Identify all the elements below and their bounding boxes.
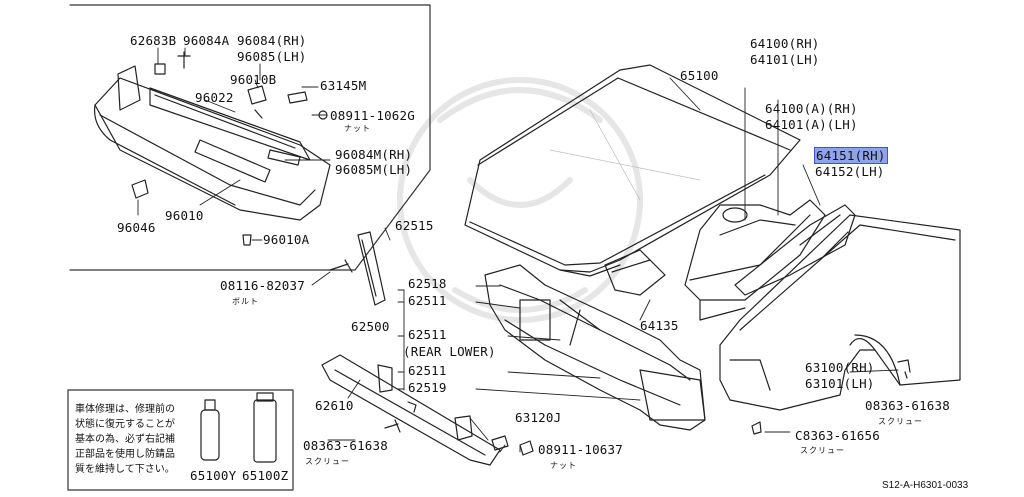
part-label: 96085(LH): [237, 49, 307, 64]
part-label: 96085M(LH): [335, 162, 413, 177]
part-label: 96010: [165, 208, 204, 223]
spoiler-small-parts: [131, 51, 328, 246]
part-label: 62511: [408, 293, 447, 308]
part-label-sub: ナット: [550, 461, 577, 470]
diagram-reference-code: S12-A-H6301-0033: [882, 480, 969, 491]
hood-lock-bracket: [604, 249, 666, 296]
note-line: 状態に復元することが: [75, 419, 175, 430]
hood-panel: [464, 64, 801, 277]
part-label: 62511: [408, 363, 447, 378]
part-label: (REAR LOWER): [403, 344, 496, 359]
note-line: 質を維持して下さい。: [75, 464, 175, 475]
front-fender: [719, 214, 961, 411]
note-line: 基本の為、必ず右記補: [75, 434, 175, 445]
note-line: 車体修理は、修理前の: [75, 404, 175, 415]
inset-leader-lines: [137, 47, 331, 241]
note-box: [67, 389, 294, 491]
fasteners: [329, 259, 911, 456]
part-label: 96084A: [183, 33, 230, 48]
highlighted-part-label[interactable]: 64151(RH): [814, 147, 888, 164]
leader-64100: [744, 87, 779, 221]
highlight-marker[interactable]: 64151(RH): [814, 147, 888, 164]
part-label: 62511: [408, 327, 447, 342]
part-label: 64152(LH): [815, 164, 885, 179]
part-label: 64101(A)(LH): [765, 117, 858, 132]
part-label: 64100(RH): [750, 36, 820, 51]
part-label: 62500: [351, 319, 390, 334]
part-label: 63120J: [515, 410, 562, 425]
part-label: 63145M: [320, 78, 367, 93]
leader-64151: [802, 164, 821, 206]
part-label: 96010B: [230, 72, 277, 87]
part-label: 96084(RH): [237, 33, 307, 48]
part-label: 08911-10637: [538, 442, 623, 457]
note-line: 正部品を使用し防錆品: [75, 449, 175, 460]
part-label: C8363-61656: [795, 428, 880, 443]
lower-crossmember: [321, 354, 501, 466]
part-label-sub: ボルト: [232, 297, 259, 306]
part-label: 62610: [315, 398, 354, 413]
part-label: 96084M(RH): [335, 147, 413, 162]
hood-ledge: [684, 199, 826, 321]
inset-frame: [69, 4, 431, 271]
part-label: 65100: [680, 68, 719, 83]
part-label: 08363-61638: [303, 438, 388, 453]
part-label: 08911-1062G: [330, 108, 415, 123]
touch-up-bottles: [200, 392, 277, 463]
part-label-sub: ナット: [344, 124, 371, 133]
part-label: 64101(LH): [750, 52, 820, 67]
part-label: 96046: [117, 220, 156, 235]
radiator-core-support: [484, 264, 706, 431]
part-label: 08116-82037: [220, 278, 305, 293]
part-label-sub: スクリュー: [800, 446, 845, 455]
part-label: 65100Z: [242, 468, 289, 483]
part-label: 62683B: [130, 33, 177, 48]
part-label: 96022: [195, 90, 234, 105]
part-label-sub: スクリュー: [878, 417, 923, 426]
part-label: 62515: [395, 218, 434, 233]
part-label: 62519: [408, 380, 447, 395]
part-label-sub: スクリュー: [305, 457, 350, 466]
part-label: 63100(RH): [805, 360, 875, 375]
part-label: 64100(A)(RH): [765, 101, 858, 116]
main-leader-lines: [311, 227, 899, 453]
part-label: 62518: [408, 276, 447, 291]
leader-65100: [669, 77, 701, 111]
part-label: 96010A: [263, 232, 310, 247]
hood-stay-bracket: [357, 231, 386, 306]
part-label: 65100Y: [190, 468, 237, 483]
part-label: 64135: [640, 318, 679, 333]
part-label: 08363-61638: [865, 398, 950, 413]
part-label: 63101(LH): [805, 376, 875, 391]
